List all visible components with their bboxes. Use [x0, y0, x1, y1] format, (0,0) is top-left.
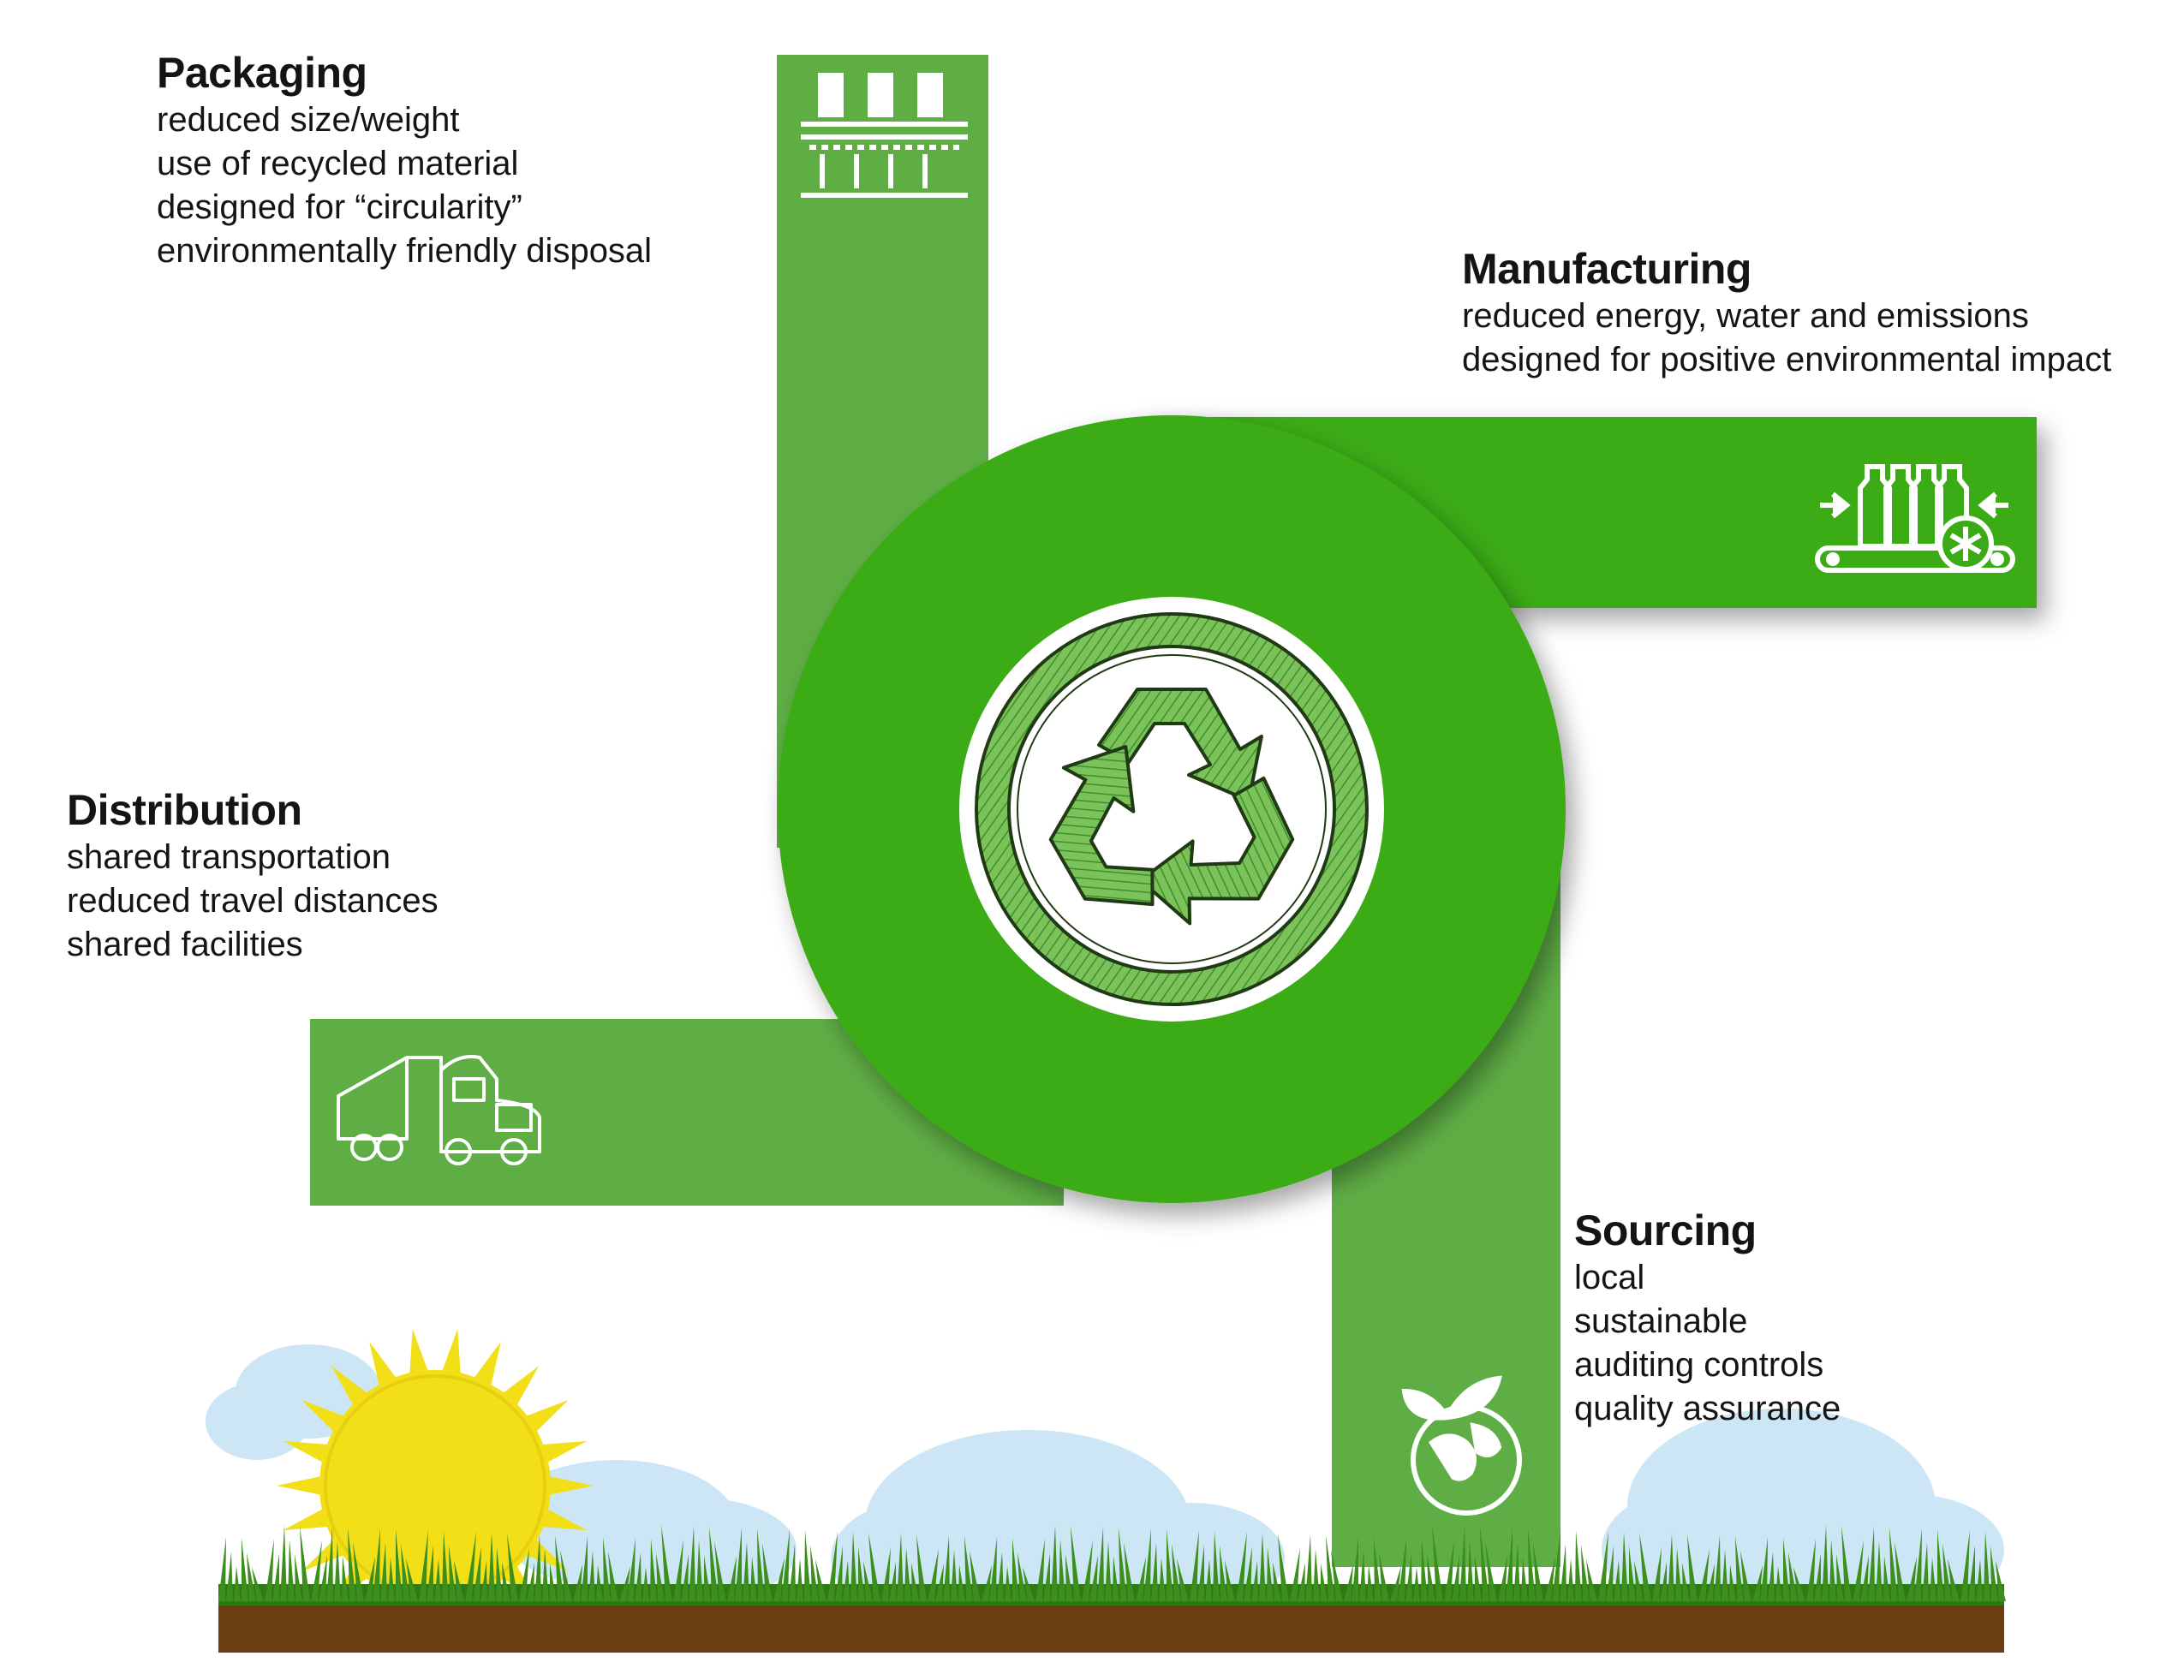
manufacturing-line: reduced energy, water and emissions — [1462, 297, 2029, 335]
distribution-line: shared transportation — [67, 838, 391, 876]
recycle-icon — [975, 612, 1369, 1006]
conveyor-bottles-icon — [1815, 464, 2015, 573]
eco-globe-icon — [1401, 1375, 1522, 1516]
packaging-line: use of recycled material — [157, 145, 519, 182]
sourcing-title: Sourcing — [1574, 1206, 1757, 1254]
manufacturing-title: Manufacturing — [1462, 245, 1751, 293]
sourcing-text: Sourcing local sustainable auditing cont… — [1574, 1205, 1841, 1431]
manufacturing-text: Manufacturing reduced energy, water and … — [1462, 243, 2111, 382]
packaging-line: environmentally friendly disposal — [157, 232, 653, 270]
packaging-text: Packaging reduced size/weight use of rec… — [157, 47, 652, 273]
distribution-line: shared facilities — [67, 926, 303, 963]
sourcing-line: quality assurance — [1574, 1390, 1841, 1427]
distribution-text: Distribution shared transportation reduc… — [67, 784, 439, 967]
manufacturing-line: designed for positive environmental impa… — [1462, 341, 2112, 378]
truck-icon — [337, 1055, 541, 1165]
grass-icon — [218, 1525, 2006, 1653]
sourcing-line: sustainable — [1574, 1302, 1748, 1340]
distribution-title: Distribution — [67, 786, 302, 834]
bottling-line-icon — [801, 73, 968, 198]
distribution-line: reduced travel distances — [67, 882, 439, 920]
sourcing-line: local — [1574, 1259, 1645, 1296]
sourcing-line: auditing controls — [1574, 1346, 1824, 1384]
packaging-title: Packaging — [157, 49, 367, 97]
packaging-line: reduced size/weight — [157, 101, 460, 139]
packaging-line: designed for “circularity” — [157, 188, 522, 226]
